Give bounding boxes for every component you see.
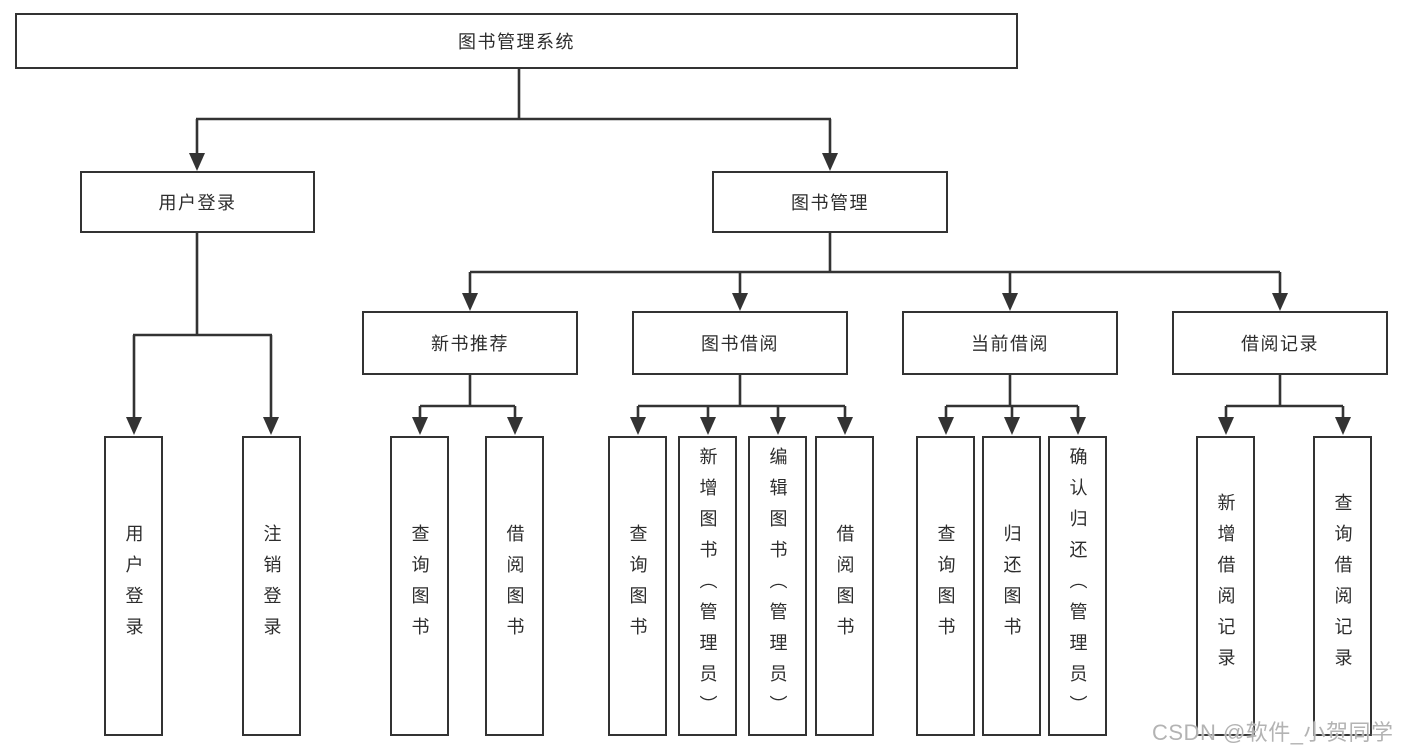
- node-root: 图书管理系统: [15, 13, 1018, 69]
- arrowhead: [630, 417, 646, 435]
- node-new-book-rec: 新书推荐: [362, 311, 578, 375]
- arrowhead: [700, 417, 716, 435]
- node-borrow-records: 借阅记录: [1172, 311, 1388, 375]
- leaf-bb-borrow-books: 借阅图书: [815, 436, 874, 736]
- leaf-bb-borrow-books-label: 借阅图书: [834, 524, 855, 648]
- leaf-bb-query-books: 查询图书: [608, 436, 667, 736]
- connector-book-borrow: [636, 375, 847, 420]
- leaf-br-query-record-label: 查询借阅记录: [1332, 493, 1353, 679]
- leaf-cb-confirm-return-admin: 确认归还（管理员）: [1048, 436, 1107, 736]
- arrowhead: [1335, 417, 1351, 435]
- leaf-logout: 注销登录: [242, 436, 301, 736]
- leaf-bb-add-books-admin: 新增图书（管理员）: [678, 436, 737, 736]
- leaf-cb-return-books: 归还图书: [982, 436, 1041, 736]
- connector-user-login: [132, 232, 273, 419]
- leaf-user-login-label: 用户登录: [123, 524, 144, 648]
- node-current-borrow: 当前借阅: [902, 311, 1118, 375]
- arrowhead: [126, 417, 142, 435]
- leaf-br-query-record: 查询借阅记录: [1313, 436, 1372, 736]
- arrowhead: [507, 417, 523, 435]
- leaf-br-add-record-label: 新增借阅记录: [1215, 493, 1236, 679]
- arrowhead: [1272, 293, 1288, 311]
- arrowhead: [938, 417, 954, 435]
- node-book-mgmt: 图书管理: [712, 171, 948, 233]
- csdn-watermark: CSDN @软件_小贺同学: [1152, 720, 1394, 745]
- leaf-cb-return-books-label: 归还图书: [1001, 524, 1022, 648]
- node-borrow-records-label: 借阅记录: [1241, 334, 1319, 354]
- connector-borrow-records: [1224, 375, 1345, 420]
- arrowhead: [189, 153, 205, 171]
- arrowhead: [732, 293, 748, 311]
- leaf-cb-query-books: 查询图书: [916, 436, 975, 736]
- connector-current-borrow: [944, 375, 1080, 420]
- node-root-label: 图书管理系统: [458, 32, 575, 52]
- leaf-nbr-borrow-books: 借阅图书: [485, 436, 544, 736]
- leaf-bb-query-books-label: 查询图书: [627, 524, 648, 648]
- leaf-logout-label: 注销登录: [261, 524, 282, 648]
- leaf-br-add-record: 新增借阅记录: [1196, 436, 1255, 736]
- leaf-nbr-query-books: 查询图书: [390, 436, 449, 736]
- connector-book-mgmt: [468, 232, 1282, 294]
- leaf-user-login: 用户登录: [104, 436, 163, 736]
- node-book-borrow: 图书借阅: [632, 311, 848, 375]
- arrowhead: [1218, 417, 1234, 435]
- arrowheads: [126, 153, 1351, 435]
- leaf-cb-confirm-return-admin-label: 确认归还（管理员）: [1067, 446, 1088, 726]
- arrowhead: [1002, 293, 1018, 311]
- leaf-nbr-query-books-label: 查询图书: [409, 524, 430, 648]
- node-new-book-rec-label: 新书推荐: [431, 334, 509, 354]
- node-book-mgmt-label: 图书管理: [791, 193, 869, 213]
- node-current-borrow-label: 当前借阅: [971, 334, 1049, 354]
- arrowhead: [770, 417, 786, 435]
- connector-new-book-rec: [418, 375, 517, 420]
- node-user-login: 用户登录: [80, 171, 315, 233]
- leaf-cb-query-books-label: 查询图书: [935, 524, 956, 648]
- node-book-borrow-label: 图书借阅: [701, 334, 779, 354]
- leaf-bb-add-books-admin-label: 新增图书（管理员）: [697, 446, 718, 726]
- connector-root: [195, 68, 832, 154]
- arrowhead: [1070, 417, 1086, 435]
- arrowhead: [462, 293, 478, 311]
- arrowhead: [822, 153, 838, 171]
- leaf-nbr-borrow-books-label: 借阅图书: [504, 524, 525, 648]
- arrowhead: [1004, 417, 1020, 435]
- leaf-bb-edit-books-admin-label: 编辑图书（管理员）: [767, 446, 788, 726]
- arrowhead: [837, 417, 853, 435]
- arrowhead: [263, 417, 279, 435]
- arrowhead: [412, 417, 428, 435]
- node-user-login-label: 用户登录: [158, 193, 237, 213]
- leaf-bb-edit-books-admin: 编辑图书（管理员）: [748, 436, 807, 736]
